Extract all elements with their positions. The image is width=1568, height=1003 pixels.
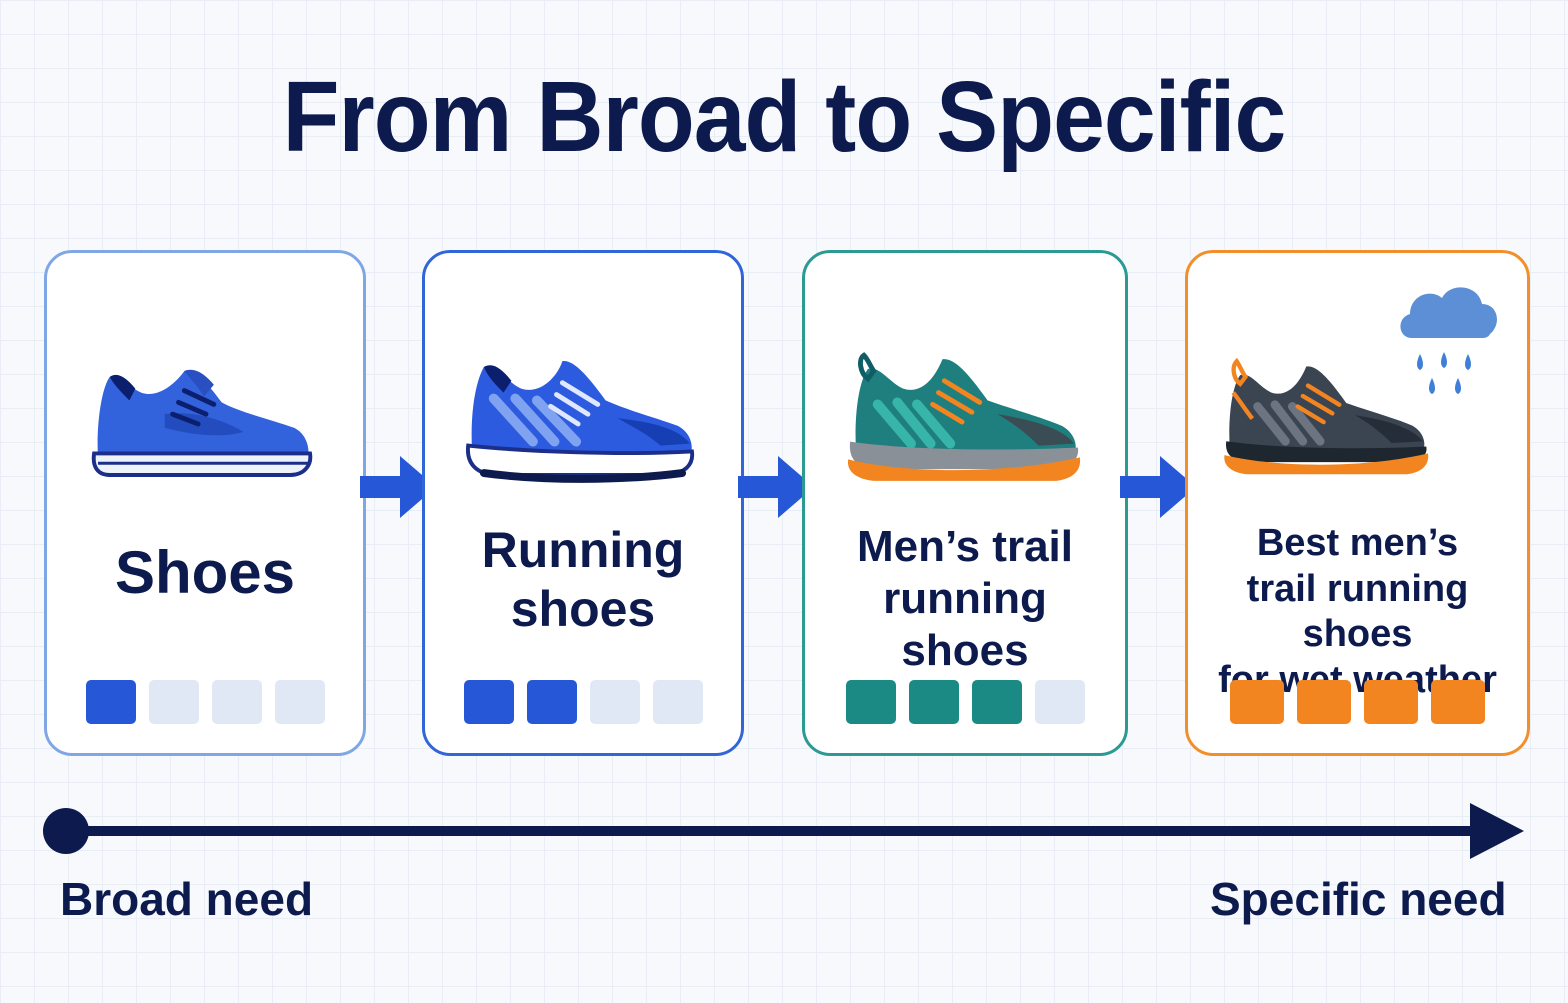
card-label: Running shoes [481, 522, 685, 637]
specificity-axis [43, 803, 1524, 859]
axis-arrowhead [1470, 803, 1524, 859]
card-label: Best men’s trail running shoes for wet w… [1218, 522, 1497, 701]
meter-square [1230, 680, 1284, 724]
card-running-shoes: Running shoes [422, 250, 744, 756]
specificity-meter [425, 680, 741, 726]
meter-square [1431, 680, 1485, 724]
card-label: Shoes [114, 539, 296, 606]
trail-shoe-icon [847, 352, 1081, 481]
meter-square [211, 680, 262, 724]
card-label: Men’s trail running shoes [857, 522, 1073, 675]
specificity-meter [1188, 680, 1527, 726]
specificity-meter [805, 680, 1125, 726]
meter-square [1034, 680, 1085, 724]
arrow-right-icon [738, 456, 814, 518]
meter-square [1364, 680, 1418, 724]
axis-start-label: Broad need [60, 873, 314, 925]
specificity-meter [47, 680, 363, 726]
meter-square [908, 680, 959, 724]
meter-square [845, 680, 896, 724]
axis-end-label: Specific need [1210, 873, 1507, 925]
meter-square [148, 680, 199, 724]
waterproof-trail-shoe-icon [1224, 357, 1429, 475]
meter-square [652, 680, 703, 724]
arrow-right-icon [360, 456, 436, 518]
arrow-right-icon [1120, 456, 1196, 518]
meter-square [85, 680, 136, 724]
meter-square [1297, 680, 1351, 724]
meter-square [589, 680, 640, 724]
meter-square [274, 680, 325, 724]
meter-square [463, 680, 514, 724]
sneaker-icon [91, 369, 313, 477]
rain-cloud-icon [1400, 287, 1497, 394]
page-title: From Broad to Specific [282, 61, 1287, 173]
card-trail-running-shoes: Men’s trail running shoes [802, 250, 1128, 756]
card-shoes: Shoes [44, 250, 366, 756]
meter-square [526, 680, 577, 724]
meter-square [971, 680, 1022, 724]
running-shoe-icon [466, 361, 695, 483]
